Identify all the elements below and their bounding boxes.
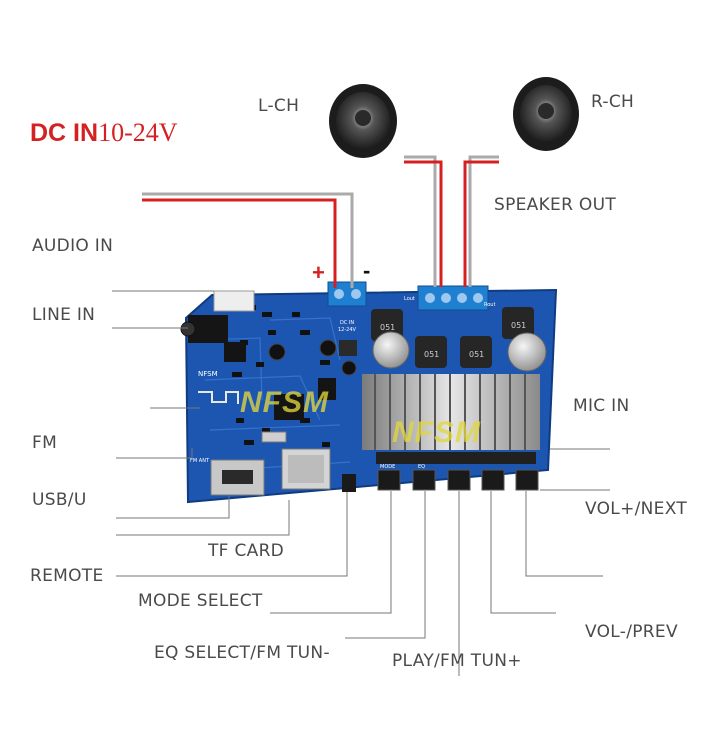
- label-fm: FM: [32, 433, 57, 453]
- label-tf-card: TF CARD: [208, 541, 284, 561]
- inductor-marking-1: 051: [380, 323, 395, 332]
- label-mode-select: MODE SELECT: [138, 591, 263, 611]
- silk-eq: EQ: [418, 464, 425, 470]
- inductor-marking-2: 051: [424, 350, 439, 359]
- pcb-board: [181, 282, 556, 502]
- label-remote: REMOTE: [30, 566, 104, 586]
- dc-in-title: DC IN10-24V: [30, 118, 178, 148]
- brand-watermark-right: NFSM: [392, 416, 481, 450]
- silk-fm-ant: FM ANT: [190, 458, 210, 464]
- inductor-marking-3: 051: [469, 350, 484, 359]
- label-speaker-out: SPEAKER OUT: [494, 195, 616, 215]
- label-audio-in: AUDIO IN: [32, 236, 113, 256]
- label-eq-select: EQ SELECT/FM TUN-: [154, 643, 330, 663]
- label-usb: USB/U: [32, 490, 87, 510]
- silk-lout: Lout: [404, 296, 415, 302]
- speaker-left-icon: [329, 84, 397, 158]
- label-r-ch: R-CH: [591, 92, 634, 112]
- silk-volt: 12-24V: [338, 327, 357, 333]
- label-l-ch: L-CH: [258, 96, 299, 116]
- label-line-in: LINE IN: [32, 305, 95, 325]
- dc-in-label: DC IN: [30, 119, 98, 147]
- label-vol-prev: VOL-/PREV: [585, 622, 678, 642]
- label-play: PLAY/FM TUN+: [392, 651, 522, 671]
- minus-sign: -: [363, 258, 370, 284]
- silk-dc-in: DC IN: [340, 320, 354, 326]
- brand-watermark-left: NFSM: [240, 386, 329, 420]
- label-vol-next: VOL+/NEXT: [585, 499, 687, 519]
- silk-mode: MODE: [380, 464, 395, 470]
- plus-sign: +: [312, 260, 325, 286]
- label-mic-in: MIC IN: [573, 396, 630, 416]
- speaker-right-icon: [513, 77, 579, 151]
- silk-rout: Rout: [484, 302, 495, 308]
- dc-in-range: 10-24V: [98, 118, 177, 147]
- speaker-wires: [404, 157, 499, 287]
- silk-brand: NFSM: [198, 370, 218, 378]
- inductor-marking-4: 051: [511, 321, 526, 330]
